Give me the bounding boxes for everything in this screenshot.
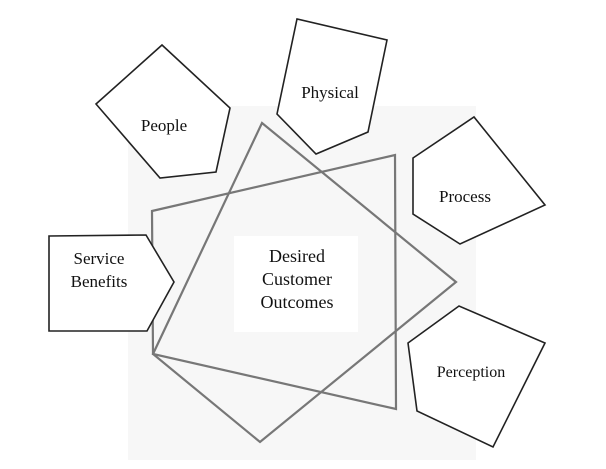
center-box <box>234 236 358 332</box>
process-pentagon <box>412 115 547 245</box>
service-benefits-label-line-2: Benefits <box>71 272 128 291</box>
process-label: Process <box>439 187 491 206</box>
people-pentagon <box>94 43 231 179</box>
perception-label: Perception <box>437 364 505 381</box>
process-node: Process <box>412 115 547 245</box>
physical-pentagon <box>276 18 388 155</box>
star-triangle-right <box>151 121 458 444</box>
people-label: People <box>141 116 187 135</box>
service-benefits-pentagon <box>48 234 175 332</box>
center-label-line-2: Customer <box>262 269 332 289</box>
center-label-line-3: Outcomes <box>261 292 334 312</box>
service-benefits-label-line-1: Service <box>74 249 125 268</box>
perception-node: Perception <box>407 305 547 449</box>
service-benefits-node: Service Benefits <box>48 234 175 332</box>
physical-label: Physical <box>301 83 359 102</box>
perception-pentagon <box>407 305 547 449</box>
people-node: People <box>94 43 231 179</box>
physical-node: Physical <box>276 18 388 155</box>
center-label-line-1: Desired <box>269 246 325 266</box>
